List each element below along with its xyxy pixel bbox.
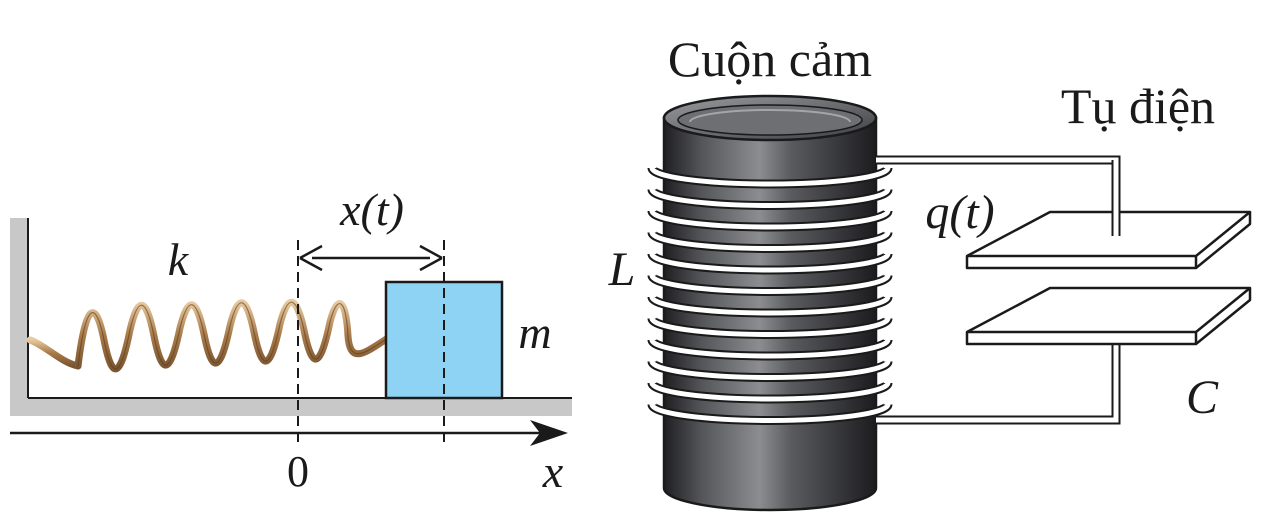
spring-constant-label: k — [168, 234, 190, 285]
capacitor-top-plate — [965, 210, 1252, 270]
coil-winding-highlight — [649, 360, 891, 380]
coil-winding-highlight — [649, 296, 891, 316]
coil-winding-highlight — [649, 403, 891, 423]
displacement-label: x(t) — [339, 184, 404, 235]
coil-winding-highlight — [649, 231, 891, 251]
coil-windings — [647, 166, 893, 425]
coil-winding-highlight — [649, 317, 891, 337]
capacitance-label: C — [1186, 371, 1219, 424]
inductor-coil — [647, 94, 893, 512]
spring-mass-system: k x(t) m 0 x — [10, 184, 572, 497]
origin-label: 0 — [287, 447, 309, 496]
displacement-arrow-right-head — [419, 244, 443, 272]
spring — [26, 298, 392, 373]
mass-label: m — [518, 307, 551, 358]
charge-label: q(t) — [925, 186, 994, 239]
inductor-title: Cuộn cảm — [668, 31, 872, 87]
capacitor-title: Tụ điện — [1061, 78, 1215, 134]
coil-winding-highlight — [649, 167, 891, 187]
coil-winding-highlight — [649, 274, 891, 294]
displacement-arrow-left-head — [299, 244, 323, 272]
inductance-label: L — [608, 243, 636, 296]
x-axis-arrowhead — [530, 420, 568, 446]
coil-winding-highlight — [649, 253, 891, 273]
lc-circuit: Cuộn cảm Tụ điện L q(t) C — [608, 31, 1252, 512]
axis-label: x — [542, 446, 564, 497]
coil-winding-highlight — [649, 210, 891, 230]
bottom-wire — [876, 340, 1121, 425]
coil-winding-highlight — [649, 188, 891, 208]
coil-winding-highlight — [649, 339, 891, 359]
coil-winding-highlight — [649, 382, 891, 402]
capacitor-bottom-plate — [965, 286, 1252, 346]
